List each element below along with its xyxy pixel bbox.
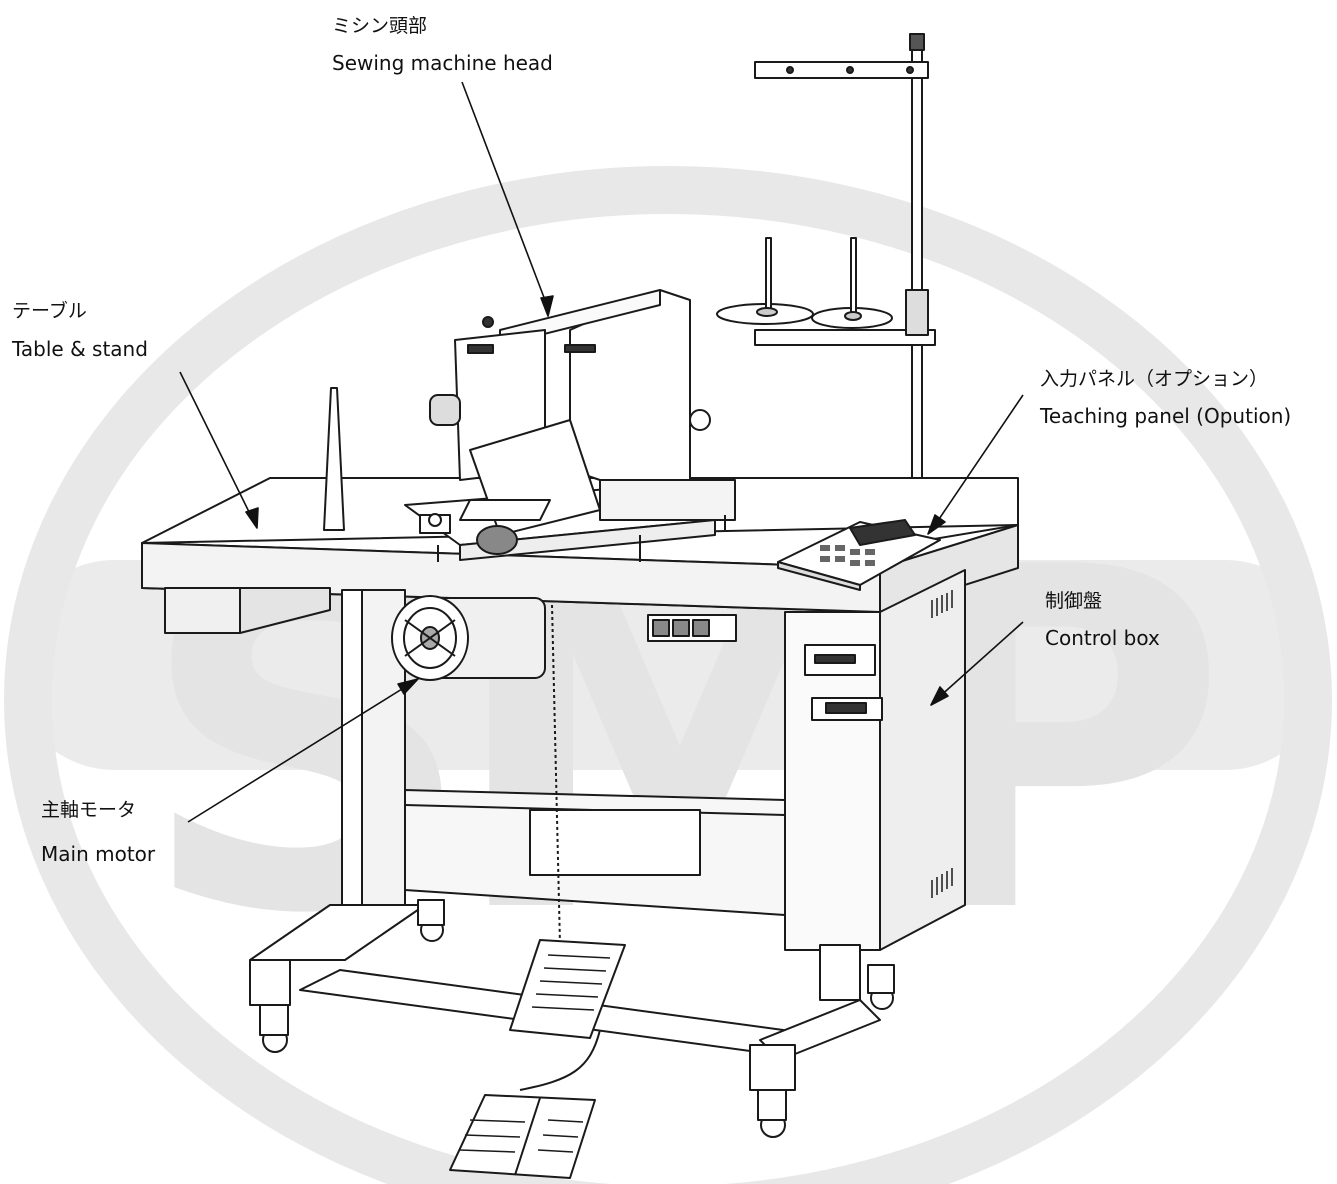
sewing-machine-head (404, 289, 736, 562)
teaching-panel (777, 519, 941, 591)
leader-motor (187, 683, 411, 823)
leader-table (179, 371, 254, 521)
foot-switch (449, 1094, 596, 1179)
casters (259, 899, 895, 1138)
main-motor (391, 595, 546, 681)
head-label-jp: ミシン頭部 (332, 15, 428, 37)
leader-control (937, 621, 1024, 699)
table-label-jp: テーブル (12, 300, 87, 322)
motor-label-jp: 主軸モータ (41, 799, 137, 821)
control-label-jp: 制御盤 (1045, 590, 1103, 612)
thread-cone (323, 387, 345, 531)
panel-label-en: Teaching panel (Opution) (1040, 404, 1292, 428)
control-label-en: Control box (1045, 626, 1160, 650)
head-label-en: Sewing machine head (332, 51, 553, 75)
control-box (784, 569, 966, 951)
panel-label-jp: 入力パネル（オプション） (1040, 368, 1269, 390)
power-switch (647, 614, 737, 642)
leader-panel (934, 394, 1024, 526)
leader-lines (179, 81, 1024, 823)
table-label-en: Table & stand (12, 337, 148, 361)
thread-stand (716, 33, 936, 531)
leader-head (461, 81, 549, 309)
treadle (509, 939, 626, 1039)
motor-label-en: Main motor (41, 842, 156, 866)
